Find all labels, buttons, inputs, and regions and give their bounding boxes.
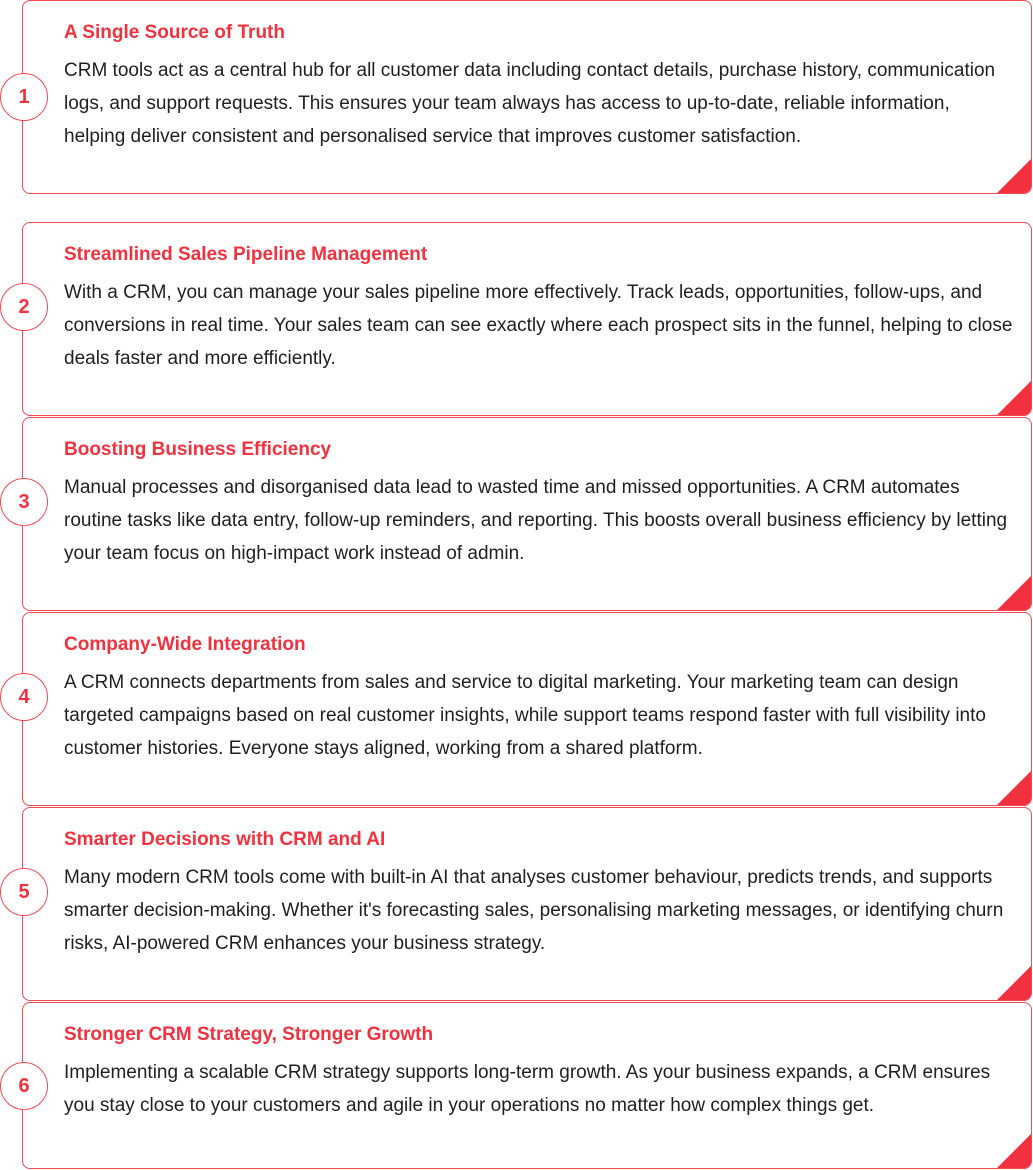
- number-badge-3: 3: [0, 478, 48, 526]
- card-content: Boosting Business Efficiency Manual proc…: [64, 438, 1013, 570]
- feature-card-2: Streamlined Sales Pipeline Management Wi…: [22, 222, 1032, 416]
- card-body: With a CRM, you can manage your sales pi…: [64, 282, 1013, 369]
- card-title: Boosting Business Efficiency: [64, 439, 332, 460]
- feature-card-1: A Single Source of Truth CRM tools act a…: [22, 0, 1032, 194]
- card-content: Smarter Decisions with CRM and AI Many m…: [64, 828, 1013, 960]
- feature-card-5: Smarter Decisions with CRM and AI Many m…: [22, 807, 1032, 1001]
- number-badge-5: 5: [0, 868, 48, 916]
- number-badge-2: 2: [0, 283, 48, 331]
- card-title: A Single Source of Truth: [64, 22, 285, 43]
- card-title: Company-Wide Integration: [64, 634, 306, 655]
- card-content: A Single Source of Truth CRM tools act a…: [64, 21, 1013, 153]
- number-badge-6: 6: [0, 1062, 48, 1110]
- corner-triangle-icon: [997, 1134, 1031, 1168]
- card-body: Manual processes and disorganised data l…: [64, 477, 1008, 564]
- card-body: Implementing a scalable CRM strategy sup…: [64, 1062, 991, 1116]
- feature-card-4: Company-Wide Integration A CRM connects …: [22, 612, 1032, 806]
- corner-triangle-icon: [997, 381, 1031, 415]
- card-title: Smarter Decisions with CRM and AI: [64, 829, 386, 850]
- card-content: Company-Wide Integration A CRM connects …: [64, 633, 1013, 765]
- card-title: Streamlined Sales Pipeline Management: [64, 244, 428, 265]
- card-content: Stronger CRM Strategy, Stronger Growth I…: [64, 1023, 1013, 1122]
- corner-triangle-icon: [997, 576, 1031, 610]
- corner-triangle-icon: [997, 159, 1031, 193]
- feature-card-6: Stronger CRM Strategy, Stronger Growth I…: [22, 1002, 1032, 1169]
- corner-triangle-icon: [997, 966, 1031, 1000]
- card-body: Many modern CRM tools come with built-in…: [64, 867, 1004, 954]
- corner-triangle-icon: [997, 771, 1031, 805]
- number-badge-1: 1: [0, 73, 48, 121]
- card-body: CRM tools act as a central hub for all c…: [64, 60, 996, 147]
- feature-card-3: Boosting Business Efficiency Manual proc…: [22, 417, 1032, 611]
- card-content: Streamlined Sales Pipeline Management Wi…: [64, 243, 1013, 375]
- card-title: Stronger CRM Strategy, Stronger Growth: [64, 1024, 434, 1045]
- card-body: A CRM connects departments from sales an…: [64, 672, 986, 759]
- number-badge-4: 4: [0, 673, 48, 721]
